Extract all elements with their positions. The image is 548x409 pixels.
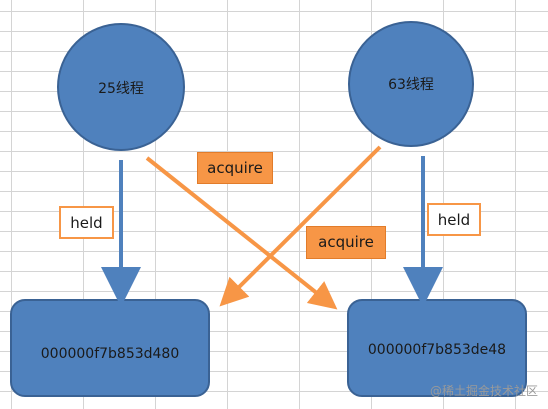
thread-label-25: 25线程 — [98, 81, 144, 97]
acquire-label-top: acquire — [197, 152, 273, 184]
held-label-left: held — [59, 206, 114, 239]
thread-label-63: 63线程 — [388, 77, 434, 93]
acquire-arrow-63-to-d480 — [219, 145, 382, 307]
held-label-right: held — [427, 203, 481, 236]
lock-address-de48: 000000f7b853de48 — [367, 342, 507, 358]
thread-node-25 — [57, 23, 185, 151]
thread-node-63 — [348, 21, 474, 147]
lock-address-d480: 000000f7b853d480 — [40, 346, 180, 362]
watermark: @稀土掘金技术社区 — [429, 384, 538, 398]
acquire-label-mid: acquire — [306, 226, 386, 259]
acquire-arrow-25-to-de48 — [145, 156, 338, 310]
